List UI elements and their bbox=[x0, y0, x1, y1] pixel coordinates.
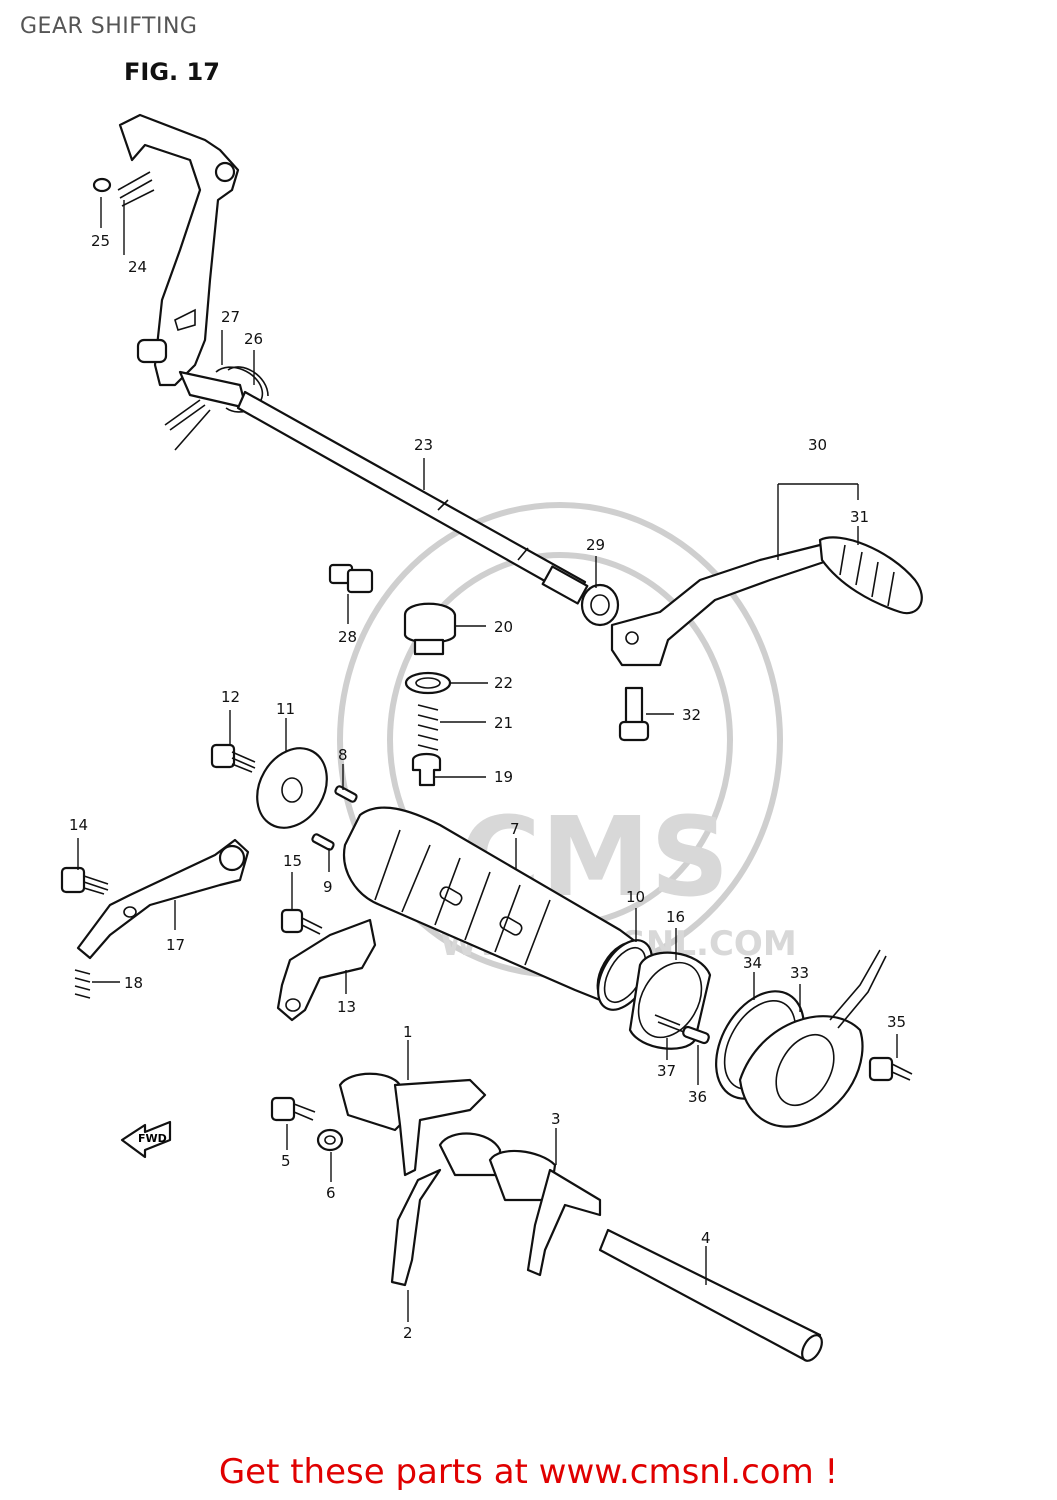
callout-14: 14 bbox=[69, 816, 88, 834]
pin-9 bbox=[311, 833, 335, 851]
callout-22: 22 bbox=[494, 674, 513, 692]
callout-31: 31 bbox=[850, 508, 869, 526]
callout-8: 8 bbox=[338, 746, 348, 764]
fwd-label: FWD bbox=[138, 1132, 167, 1145]
callout-4: 4 bbox=[701, 1229, 711, 1247]
gear-change-lever bbox=[610, 536, 923, 667]
cam-stopper-plate bbox=[276, 908, 377, 1022]
callout-13: 13 bbox=[337, 998, 356, 1016]
callout-23: 23 bbox=[414, 436, 433, 454]
callout-35: 35 bbox=[887, 1013, 906, 1031]
callout-21: 21 bbox=[494, 714, 513, 732]
callout-5: 5 bbox=[281, 1152, 291, 1170]
callout-29: 29 bbox=[586, 536, 605, 554]
cam-bearing-group bbox=[596, 939, 712, 1050]
callout-34: 34 bbox=[743, 954, 762, 972]
callout-24: 24 bbox=[128, 258, 147, 276]
forward-direction-arrow: FWD bbox=[120, 1120, 172, 1159]
callout-33: 33 bbox=[790, 964, 809, 982]
callout-2: 2 bbox=[403, 1324, 413, 1342]
figure-label: FIG. 17 bbox=[124, 58, 220, 86]
pin-8 bbox=[334, 785, 358, 803]
callout-20: 20 bbox=[494, 618, 513, 636]
gearshift-shaft bbox=[236, 390, 589, 605]
callout-15: 15 bbox=[283, 852, 302, 870]
callout-10: 10 bbox=[626, 888, 645, 906]
small-fasteners bbox=[328, 563, 650, 787]
callout-25: 25 bbox=[91, 232, 110, 250]
page-title: GEAR SHIFTING bbox=[20, 14, 198, 39]
washer-29 bbox=[580, 583, 620, 627]
leader-lines bbox=[77, 197, 898, 1322]
shift-forks bbox=[270, 1072, 823, 1362]
callout-27: 27 bbox=[221, 308, 240, 326]
callout-18: 18 bbox=[124, 974, 143, 992]
callout-17: 17 bbox=[166, 936, 185, 954]
callout-16: 16 bbox=[666, 908, 685, 926]
callout-19: 19 bbox=[494, 768, 513, 786]
callout-26: 26 bbox=[244, 330, 263, 348]
callout-1: 1 bbox=[403, 1023, 413, 1041]
callout-numbers: 1 2 3 4 5 6 7 8 9 10 11 12 13 14 15 16 1… bbox=[69, 232, 906, 1342]
callout-30: 30 bbox=[808, 436, 827, 454]
callout-9: 9 bbox=[323, 878, 333, 896]
callout-3: 3 bbox=[551, 1110, 561, 1128]
callout-37: 37 bbox=[657, 1062, 676, 1080]
callout-7: 7 bbox=[510, 820, 520, 838]
callout-32: 32 bbox=[682, 706, 701, 724]
callout-12: 12 bbox=[221, 688, 240, 706]
cam-cover bbox=[715, 949, 913, 1128]
callout-11: 11 bbox=[276, 700, 295, 718]
callout-28: 28 bbox=[338, 628, 357, 646]
shift-arm-17 bbox=[60, 838, 250, 999]
callout-36: 36 bbox=[688, 1088, 707, 1106]
footer-promo-text[interactable]: Get these parts at www.cmsnl.com ! bbox=[218, 1452, 839, 1492]
stopper-plate bbox=[210, 743, 328, 829]
callout-6: 6 bbox=[326, 1184, 336, 1202]
